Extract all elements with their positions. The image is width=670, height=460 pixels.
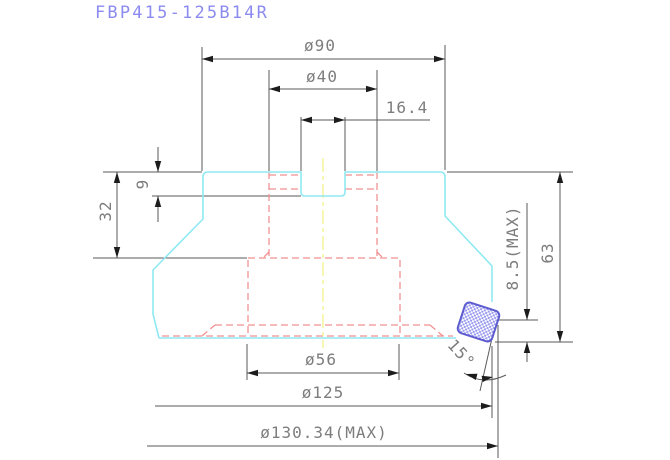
- dim-label-16-4: 16.4: [385, 98, 429, 117]
- dim-label-8-5-max: 8.5(MAX): [503, 205, 522, 291]
- dim-label-dia130-34-max: ø130.34(MAX): [260, 423, 388, 442]
- extension-lines: [93, 45, 573, 458]
- part-outline: [152, 171, 493, 339]
- dim-label-63: 63: [538, 242, 557, 264]
- dim-label-dia40: ø40: [306, 67, 338, 86]
- hidden-lines: [162, 172, 453, 337]
- dimension-lines: [116, 58, 561, 447]
- drawing-title: FBP415-125B14R: [95, 3, 270, 23]
- dim-label-9: 9: [133, 178, 152, 190]
- dim-label-dia90: ø90: [304, 36, 336, 55]
- dim-label-dia56: ø56: [305, 350, 337, 369]
- dim-label-dia125: ø125: [301, 383, 345, 402]
- arrowheads: [113, 55, 564, 450]
- dim-label-32: 32: [96, 200, 115, 222]
- cutting-insert: [456, 301, 501, 343]
